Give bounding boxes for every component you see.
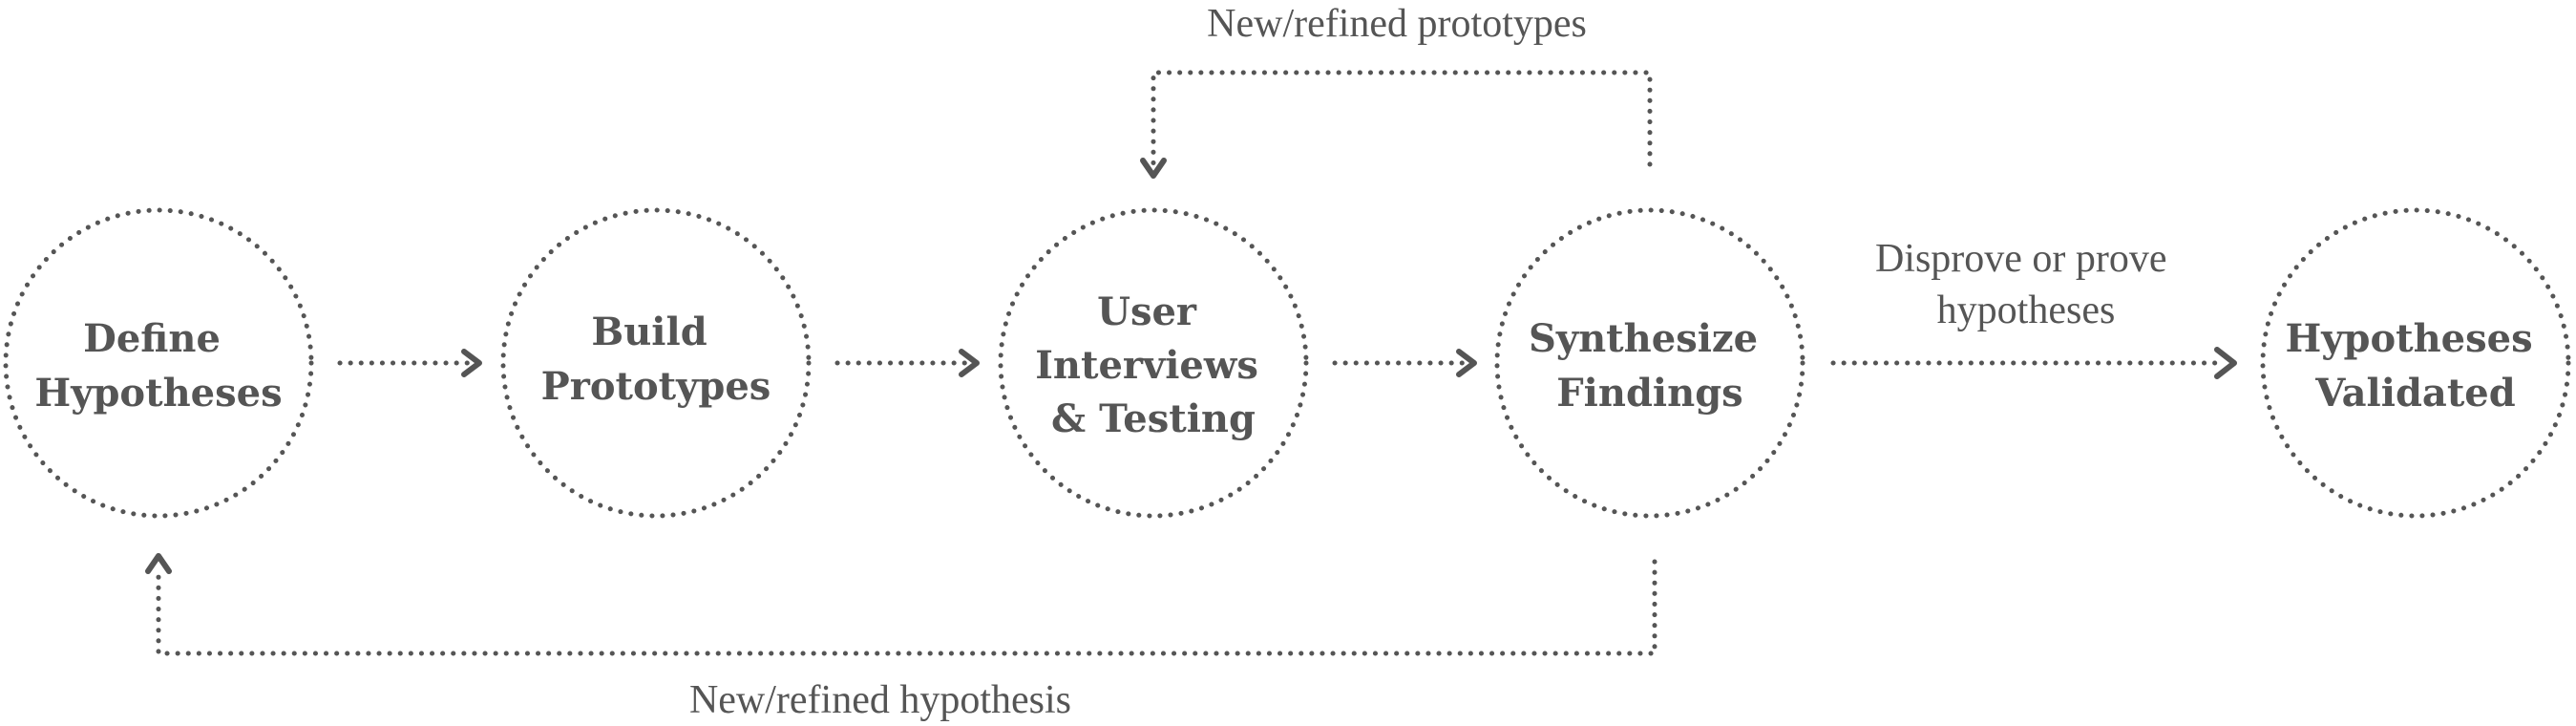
edge-label: Disprove or prove hypotheses	[1875, 237, 2177, 332]
node-label-line: Build	[591, 310, 707, 354]
edge-synthesize-to-validated: Disprove or prove hypotheses	[1830, 237, 2237, 379]
edge-define-to-build	[337, 349, 482, 377]
arrowhead-right-icon	[959, 349, 980, 377]
arrowhead-up-icon	[145, 553, 172, 574]
node-hypotheses-validated: Hypotheses Validated	[2260, 207, 2571, 519]
node-define-hypotheses: Define Hypotheses	[3, 207, 314, 519]
edge-synthesize-to-define-loop: New/refined hypothesis	[145, 553, 1658, 722]
node-circle	[3, 207, 314, 519]
edge-label-line: Disprove or prove	[1875, 237, 2167, 281]
node-label-line: Validated	[2314, 371, 2515, 416]
node-user-interviews-testing: User Interviews & Testing	[998, 207, 1309, 519]
edge-line	[156, 559, 1658, 656]
edge-label: New/refined hypothesis	[689, 678, 1071, 722]
node-label-line: & Testing	[1051, 396, 1256, 441]
arrowhead-right-icon	[2214, 347, 2237, 379]
node-label: User Interviews & Testing	[1035, 289, 1272, 441]
node-label-line: Prototypes	[541, 364, 771, 409]
arrowhead-down-icon	[1140, 158, 1167, 179]
node-label-line: Hypotheses	[2285, 316, 2532, 361]
arrowhead-right-icon	[461, 349, 482, 377]
node-circle	[500, 207, 812, 519]
node-build-prototypes: Build Prototypes	[500, 207, 812, 519]
node-synthesize-findings: Synthesize Findings	[1494, 207, 1805, 519]
edge-build-to-interviews	[834, 349, 980, 377]
node-label-line: Synthesize	[1529, 316, 1758, 361]
node-label-line: Hypotheses	[34, 371, 282, 416]
node-label-line: Interviews	[1035, 343, 1258, 388]
node-label: Synthesize Findings	[1529, 316, 1771, 416]
edge-label-line: hypotheses	[1937, 288, 2116, 332]
node-circle	[1494, 207, 1805, 519]
edge-label-line: New/refined hypothesis	[689, 678, 1071, 722]
edge-synthesize-to-interviews-loop: New/refined prototypes	[1140, 2, 1653, 179]
node-label-line: Define	[83, 316, 221, 361]
node-label: Build Prototypes	[541, 310, 771, 409]
node-label: Define Hypotheses	[34, 316, 282, 416]
node-label-line: User	[1097, 289, 1197, 334]
arrowhead-right-icon	[1456, 349, 1477, 377]
node-label: Hypotheses Validated	[2285, 316, 2545, 416]
edge-label-line: New/refined prototypes	[1207, 2, 1587, 46]
node-label-line: Findings	[1556, 371, 1742, 416]
node-circle	[2260, 207, 2571, 519]
edge-label: New/refined prototypes	[1207, 2, 1587, 46]
edge-line	[1151, 70, 1653, 167]
edge-interviews-to-synthesize	[1332, 349, 1477, 377]
node-circle	[998, 207, 1309, 519]
